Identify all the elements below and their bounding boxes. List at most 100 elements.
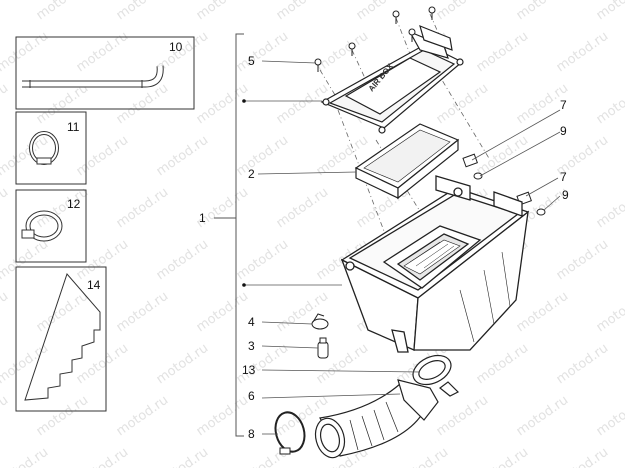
bracket-1 (214, 33, 244, 437)
watermark-text: motod.ru (34, 185, 91, 231)
watermark-text: motod.ru (0, 0, 11, 23)
watermark-text: motod.ru (274, 0, 331, 23)
callout-4: 4 (248, 315, 255, 329)
callout-7-lower: 7 (560, 170, 567, 184)
watermark-text: motod.ru (114, 289, 171, 335)
watermark-text: motod.ru (594, 0, 625, 23)
callout-numbers: 1 2 3 4 5 6 7 7 8 9 9 10 11 12 13 14 (67, 40, 569, 441)
watermark-text: motod.ru (514, 289, 571, 335)
band-clamp-8 (274, 411, 306, 455)
watermark-text: motod.ru (154, 237, 211, 283)
watermark-text: motod.ru (34, 0, 91, 23)
watermark-text: motod.ru (0, 133, 51, 179)
watermark-text: motod.ru (0, 29, 51, 75)
inset-box-14 (15, 266, 107, 412)
clip-7-upper (462, 153, 478, 168)
watermark-text: motod.ru (474, 341, 531, 387)
watermark-text: motod.ru (74, 133, 131, 179)
screw-top-4 (408, 28, 416, 42)
part-3 (317, 341, 329, 359)
watermark-text: motod.ru (434, 0, 491, 23)
watermark-text: motod.ru (554, 341, 611, 387)
filter-element (354, 123, 460, 200)
callout-6: 6 (248, 389, 255, 403)
callout-9-lower: 9 (562, 188, 569, 202)
screws (314, 6, 436, 72)
callout-2: 2 (248, 167, 255, 181)
leader-dots (242, 99, 246, 287)
callout-3: 3 (248, 339, 255, 353)
watermark-text: motod.ru (554, 29, 611, 75)
watermark-text: motod.ru (514, 393, 571, 439)
watermark-text: motod.ru (474, 445, 531, 468)
watermark-text: motod.ru (234, 29, 291, 75)
watermark-text: motod.ru (594, 393, 625, 439)
callout-8: 8 (248, 427, 255, 441)
callout-12: 12 (67, 197, 81, 211)
watermark-text: motod.ru (514, 0, 571, 23)
watermark-text: motod.ru (74, 29, 131, 75)
watermark-text: motod.ru (234, 133, 291, 179)
watermark-text: motod.ru (34, 289, 91, 335)
watermark-text: motod.ru (194, 0, 251, 23)
callout-5: 5 (248, 54, 255, 68)
watermark-text: motod.ru (434, 393, 491, 439)
watermark-text: motod.ru (594, 81, 625, 127)
grommet-13 (412, 354, 460, 397)
watermark-text: motod.ru (194, 81, 251, 127)
watermark-text: motod.ru (0, 185, 11, 231)
nut-9-upper (473, 172, 483, 180)
watermark-text: motod.ru (114, 0, 171, 23)
inset-box-12 (15, 189, 87, 263)
watermark-text: motod.ru (234, 237, 291, 283)
watermark-text: motod.ru (34, 393, 91, 439)
watermark-text: motod.ru (74, 237, 131, 283)
watermark-text: motod.ru (0, 341, 51, 387)
watermark-text: motod.ru (154, 133, 211, 179)
watermark-text: motod.ru (194, 393, 251, 439)
watermark-text: motod.ru (394, 445, 451, 468)
watermark-text: motod.ru (274, 81, 331, 127)
watermark-text: motod.ru (194, 289, 251, 335)
watermark-text: motod.ru (34, 81, 91, 127)
callout-1: 1 (199, 211, 206, 225)
inset-box-10 (15, 36, 195, 110)
watermark-text: motod.ru (74, 445, 131, 468)
watermark-text: motod.ru (434, 81, 491, 127)
watermark-text: motod.ru (354, 0, 411, 23)
watermark-text: motod.ru (114, 185, 171, 231)
watermark-text: motod.ru (114, 393, 171, 439)
watermark-text: motod.ru (0, 237, 51, 283)
callout-11: 11 (67, 120, 80, 134)
watermark-text: motod.ru (0, 445, 51, 468)
callout-10: 10 (169, 40, 183, 54)
inset-box-11 (15, 111, 87, 185)
watermark-text: motod.ru (474, 29, 531, 75)
watermark-text: motod.ru (154, 341, 211, 387)
watermark-text: motod.ru (554, 445, 611, 468)
callout-13: 13 (242, 363, 256, 377)
small-parts-3-4 (311, 313, 329, 359)
screw-5 (314, 58, 322, 72)
watermark-text: motod.ru (594, 185, 625, 231)
watermark-text: motod.ru (554, 237, 611, 283)
watermark-text: motod.ru (474, 133, 531, 179)
callout-14: 14 (87, 278, 101, 292)
watermark-text: motod.ru (0, 393, 11, 439)
watermark-text: motod.ru (0, 289, 11, 335)
callout-9-upper: 9 (560, 124, 567, 138)
nut-9-lower (536, 208, 546, 216)
air-box-body (340, 175, 530, 353)
leader-lines (244, 60, 561, 435)
watermark-text: motod.ru (594, 289, 625, 335)
screw-top-3 (428, 6, 436, 20)
watermark-text: motod.ru (0, 81, 11, 127)
watermark-text: motod.ru (314, 29, 371, 75)
watermark-text: motod.ru (274, 185, 331, 231)
callout-7-upper: 7 (560, 98, 567, 112)
screw-top-1 (348, 42, 356, 56)
watermark-text: motod.ru (154, 445, 211, 468)
intake-duct-6 (314, 379, 439, 459)
